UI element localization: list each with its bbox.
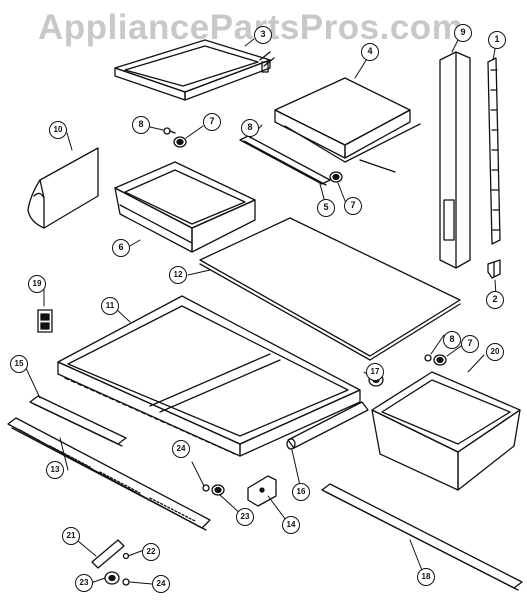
callout-16: 16 (292, 483, 310, 501)
fastener-8-7-upper-right (329, 171, 343, 183)
callout-13: 13 (46, 461, 64, 479)
callout-7-upper-mid: 7 (344, 197, 362, 215)
part-20-pan (371, 371, 521, 491)
fastener-8-7-upper-left (163, 127, 187, 148)
leader-lines (24, 35, 497, 585)
watermark-text: AppliancePartsPros.com (38, 8, 464, 47)
part-16-support-tube (286, 401, 369, 450)
part-18-strip (321, 483, 523, 591)
callout-22: 22 (142, 543, 160, 561)
callout-8-upper-left: 8 (132, 116, 150, 134)
callout-12: 12 (169, 266, 187, 284)
callout-15: 15 (10, 355, 28, 373)
fastener-8-7-right (424, 354, 447, 366)
part-13-grille (7, 417, 211, 531)
callout-23-bottom: 23 (75, 574, 93, 592)
callout-6: 6 (112, 239, 130, 257)
part-9-handle (439, 51, 471, 269)
callout-14: 14 (282, 516, 300, 534)
callout-19: 19 (28, 275, 46, 293)
part-15-front-trim (29, 395, 127, 447)
callout-5: 5 (317, 199, 335, 217)
callout-23-mid: 23 (236, 508, 254, 526)
callout-7-upper-left: 7 (203, 113, 221, 131)
part-10-side-cover (27, 147, 99, 229)
callout-20: 20 (486, 343, 504, 361)
callout-21: 21 (62, 527, 80, 545)
part-3-shelf-frame (114, 39, 275, 101)
callout-24-bottom: 24 (152, 575, 170, 593)
callout-7-right: 7 (461, 335, 479, 353)
callout-11: 11 (101, 297, 119, 315)
callout-8-upper-mid: 8 (241, 119, 259, 137)
callout-17: 17 (366, 363, 384, 381)
part-11-crisper-cover (57, 295, 361, 457)
part-12-glass-panel (199, 217, 461, 361)
callout-2: 2 (486, 291, 504, 309)
callout-4: 4 (361, 43, 379, 61)
part-5-shelf-rail (239, 135, 331, 186)
part-19-clip (37, 309, 53, 333)
part-1-ladder-rail (487, 57, 501, 245)
part-4-upper-shelf (274, 77, 421, 173)
callout-9: 9 (454, 24, 472, 42)
fastener-24-23-mid (202, 484, 225, 496)
callout-1: 1 (488, 31, 506, 49)
callout-8-right: 8 (443, 331, 461, 349)
part-6-drawer (114, 161, 256, 253)
callout-10: 10 (49, 121, 67, 139)
part-21-lever-assembly (91, 539, 130, 586)
callout-18: 18 (417, 568, 435, 586)
part-2-bracket (487, 259, 501, 279)
part-14-bracket (247, 475, 277, 507)
callout-3: 3 (254, 26, 272, 44)
callout-24-mid: 24 (172, 440, 190, 458)
